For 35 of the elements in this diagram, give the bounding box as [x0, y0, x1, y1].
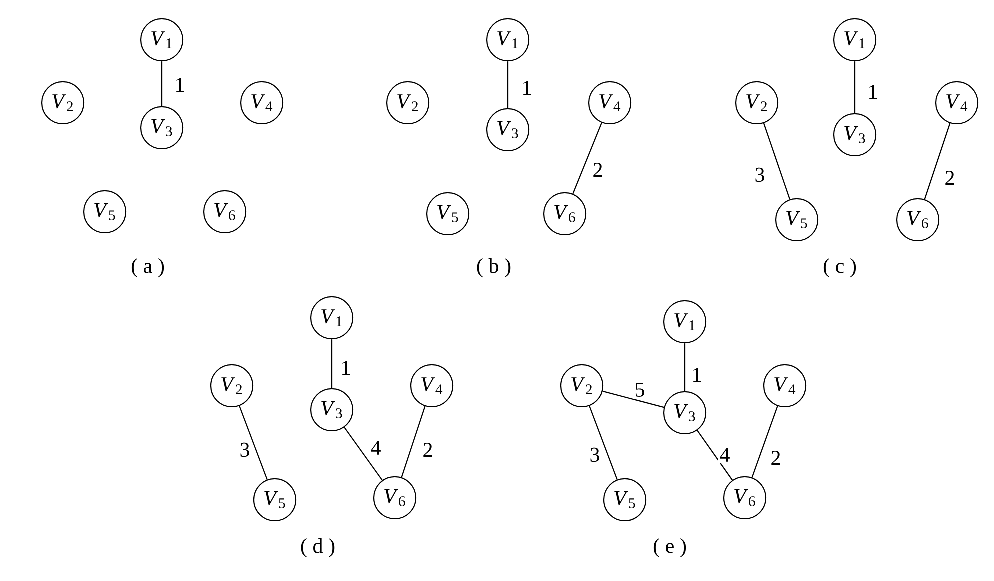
edge-line — [752, 406, 778, 478]
edge-label: 3 — [753, 166, 767, 184]
edge-label: 4 — [369, 440, 383, 456]
edge-label: 2 — [421, 442, 435, 458]
edge-label: 2 — [591, 162, 605, 178]
edge-label: 4 — [718, 446, 732, 464]
panel-label: ( b ) — [477, 258, 511, 278]
panel-label: ( e ) — [654, 538, 686, 558]
edge-line — [763, 123, 791, 200]
edge-line — [696, 430, 734, 481]
edge-label: 1 — [173, 76, 187, 94]
edge-line — [854, 62, 856, 114]
edge-label: 5 — [633, 382, 647, 398]
edge-line — [331, 340, 333, 388]
panel-label: ( c ) — [824, 258, 856, 278]
edge-line — [401, 406, 426, 478]
edge-line — [924, 123, 951, 200]
edge-label: 1 — [520, 80, 534, 96]
edge-line — [589, 406, 618, 480]
edge-line — [344, 427, 383, 481]
edge-label: 3 — [588, 446, 602, 464]
edge-line — [239, 406, 268, 480]
edge-label: 1 — [690, 366, 704, 384]
edge-label: 1 — [339, 360, 353, 376]
edge-label: 3 — [238, 442, 252, 458]
edge-line — [161, 62, 163, 106]
edge-label: 2 — [769, 450, 783, 466]
edge-line — [684, 344, 686, 392]
edge-label: 1 — [866, 84, 880, 100]
panel-label: ( a ) — [132, 258, 164, 278]
edge-line — [507, 62, 509, 108]
panel-label: ( d ) — [301, 538, 335, 558]
edge-label: 2 — [943, 170, 957, 186]
edge-line — [572, 122, 602, 194]
edge-line — [602, 390, 664, 408]
